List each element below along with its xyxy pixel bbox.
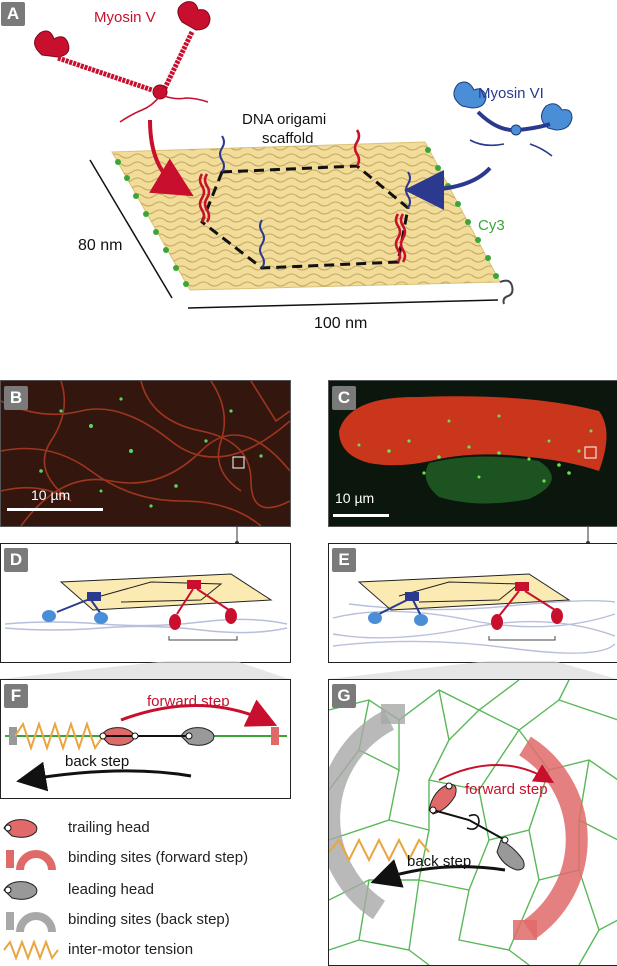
cy3-label: Cy3 <box>478 217 505 234</box>
panel-g-letter: G <box>332 684 356 708</box>
panel-c-letter: C <box>332 386 356 410</box>
leading-head-symbol <box>3 881 38 900</box>
panel-g-back-label: back step <box>407 853 471 870</box>
panel-a-letter: A <box>1 2 25 26</box>
myosin-vi-molecule <box>453 81 573 157</box>
width-dimension-line <box>89 159 173 299</box>
length-dimension-line <box>187 299 499 309</box>
myosin-vi-label: Myosin VI <box>478 85 544 102</box>
zoom-wedges <box>0 661 617 679</box>
panel-g-forward-label: forward step <box>465 781 548 798</box>
panel-e-frame <box>328 543 617 663</box>
binding-back-symbol-rect <box>6 912 14 930</box>
panel-a-diagram: Myosin V Myosin VI DNA origami scaffold … <box>34 1 573 330</box>
length-label: 100 nm <box>314 315 367 330</box>
myosin-v-label: Myosin V <box>94 9 156 26</box>
zoom-connectors <box>235 525 590 545</box>
binding-back-symbol-arc <box>16 912 56 933</box>
legend-tension: inter-motor tension <box>68 941 194 958</box>
dna-handles-red <box>198 129 407 263</box>
panel-d-diagram <box>4 573 288 641</box>
panel-c-micrograph: 10 µm <box>328 380 617 527</box>
actin-filaments <box>1 381 290 526</box>
myosin-v-arrow <box>148 119 194 197</box>
scaffold-label-2: scaffold <box>262 130 313 147</box>
width-label: 80 nm <box>78 237 122 254</box>
panel-f-diagram: forward step back step <box>5 693 287 792</box>
legend-symbols <box>3 819 59 961</box>
cy3-dots <box>115 147 499 287</box>
legend-binding-back: binding sites (back step) <box>68 911 230 928</box>
tension-symbol <box>3 939 59 961</box>
origami-tether <box>499 279 514 305</box>
panel-e-letter: E <box>332 548 356 572</box>
scaffold-label-1: DNA origami <box>242 111 326 128</box>
panel-d-letter: D <box>4 548 28 572</box>
legend-trailing-head: trailing head <box>68 819 150 836</box>
panel-f-back-label: back step <box>65 753 129 770</box>
binding-forward-symbol-rect <box>6 850 14 868</box>
legend-binding-forward: binding sites (forward step) <box>68 849 249 866</box>
panel-d-frame <box>0 543 291 663</box>
panel-f-frame: forward step back step <box>0 679 291 799</box>
myosin-v-molecule <box>34 1 211 123</box>
panel-b-micrograph: 10 µm <box>0 380 291 527</box>
panel-e-diagram <box>332 573 616 654</box>
panel-f-forward-label: forward step <box>147 693 230 710</box>
panel-c-scale-label: 10 µm <box>335 490 375 506</box>
panel-g-diagram: forward step back step <box>329 680 617 965</box>
cell-image <box>329 381 617 526</box>
myosin-vi-arrow <box>404 166 492 210</box>
legend-leading-head: leading head <box>68 881 154 898</box>
panel-g-frame: forward step back step <box>328 679 617 966</box>
binding-forward-symbol-arc <box>16 850 56 871</box>
panel-b-scale-label: 10 µm <box>31 487 71 503</box>
trailing-head-symbol <box>3 819 38 838</box>
panel-f-letter: F <box>4 684 28 708</box>
panel-b-letter: B <box>4 386 28 410</box>
